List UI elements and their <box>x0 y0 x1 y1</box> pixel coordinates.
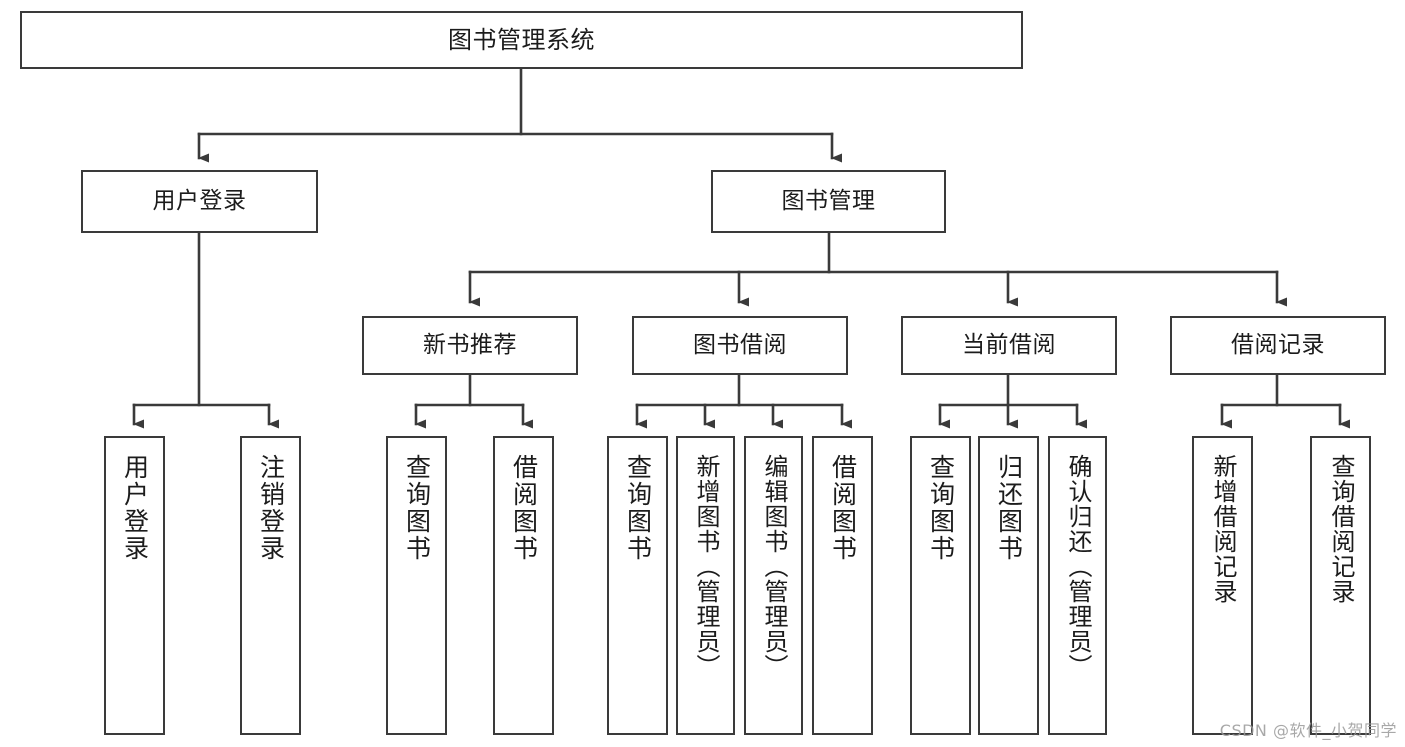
node-leaf-confirm-return-admin-label: 确认归还（管理员） <box>1063 454 1092 679</box>
node-user-login-label: 用户登录 <box>152 187 247 214</box>
node-root-label: 图书管理系统 <box>448 25 595 54</box>
node-leaf-query-book-2-label: 查询图书 <box>623 454 653 562</box>
node-borrow-record-label: 借阅记录 <box>1231 331 1325 358</box>
node-leaf-return-book-label: 归还图书 <box>994 454 1024 562</box>
node-book-management-label: 图书管理 <box>781 187 876 214</box>
node-leaf-add-borrow-record-label: 新增借阅记录 <box>1208 454 1237 604</box>
node-leaf-borrow-book-2-label: 借阅图书 <box>828 454 858 562</box>
node-leaf-user-login-label: 用户登录 <box>120 454 150 562</box>
node-leaf-borrow-book-2[interactable]: 借阅图书 <box>812 436 873 735</box>
node-leaf-return-book[interactable]: 归还图书 <box>978 436 1039 735</box>
node-current-borrow[interactable]: 当前借阅 <box>901 316 1117 375</box>
node-leaf-add-book-admin-label: 新增图书（管理员） <box>691 454 720 679</box>
csdn-watermark: CSDN @软件_小贺同学 <box>1219 721 1397 740</box>
node-leaf-logout-login-label: 注销登录 <box>256 454 286 562</box>
node-book-borrow-label: 图书借阅 <box>693 331 787 358</box>
node-leaf-borrow-book-1[interactable]: 借阅图书 <box>493 436 554 735</box>
node-root-book-management-system[interactable]: 图书管理系统 <box>20 11 1023 69</box>
node-leaf-query-book-1-label: 查询图书 <box>402 454 432 562</box>
node-leaf-edit-book-admin[interactable]: 编辑图书（管理员） <box>744 436 803 735</box>
node-leaf-logout-login[interactable]: 注销登录 <box>240 436 301 735</box>
node-book-borrow[interactable]: 图书借阅 <box>632 316 848 375</box>
node-leaf-query-borrow-record[interactable]: 查询借阅记录 <box>1310 436 1371 735</box>
node-leaf-query-book-1[interactable]: 查询图书 <box>386 436 447 735</box>
node-borrow-record[interactable]: 借阅记录 <box>1170 316 1386 375</box>
node-leaf-add-borrow-record[interactable]: 新增借阅记录 <box>1192 436 1253 735</box>
node-new-book-recommend-label: 新书推荐 <box>423 331 517 358</box>
node-leaf-confirm-return-admin[interactable]: 确认归还（管理员） <box>1048 436 1107 735</box>
node-leaf-query-book-3-label: 查询图书 <box>926 454 956 562</box>
node-leaf-query-book-3[interactable]: 查询图书 <box>910 436 971 735</box>
node-leaf-edit-book-admin-label: 编辑图书（管理员） <box>759 454 788 679</box>
node-book-management[interactable]: 图书管理 <box>711 170 946 233</box>
node-leaf-add-book-admin[interactable]: 新增图书（管理员） <box>676 436 735 735</box>
node-current-borrow-label: 当前借阅 <box>962 331 1056 358</box>
node-user-login[interactable]: 用户登录 <box>81 170 318 233</box>
node-new-book-recommend[interactable]: 新书推荐 <box>362 316 578 375</box>
node-leaf-query-borrow-record-label: 查询借阅记录 <box>1326 454 1355 604</box>
node-leaf-query-book-2[interactable]: 查询图书 <box>607 436 668 735</box>
node-leaf-user-login[interactable]: 用户登录 <box>104 436 165 735</box>
node-leaf-borrow-book-1-label: 借阅图书 <box>509 454 539 562</box>
